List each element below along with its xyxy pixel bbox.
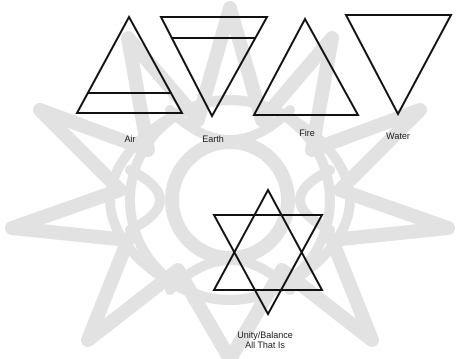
unity-label-line2: All That Is	[215, 340, 315, 350]
unity-label-line1: Unity/Balance	[215, 330, 315, 340]
air-label: Air	[110, 134, 150, 144]
earth-label: Earth	[193, 134, 233, 144]
watermark-rosette	[12, 8, 448, 359]
water-label: Water	[376, 131, 420, 141]
water-triangle	[346, 15, 451, 114]
water-symbol	[346, 15, 451, 114]
fire-label: Fire	[287, 128, 327, 138]
